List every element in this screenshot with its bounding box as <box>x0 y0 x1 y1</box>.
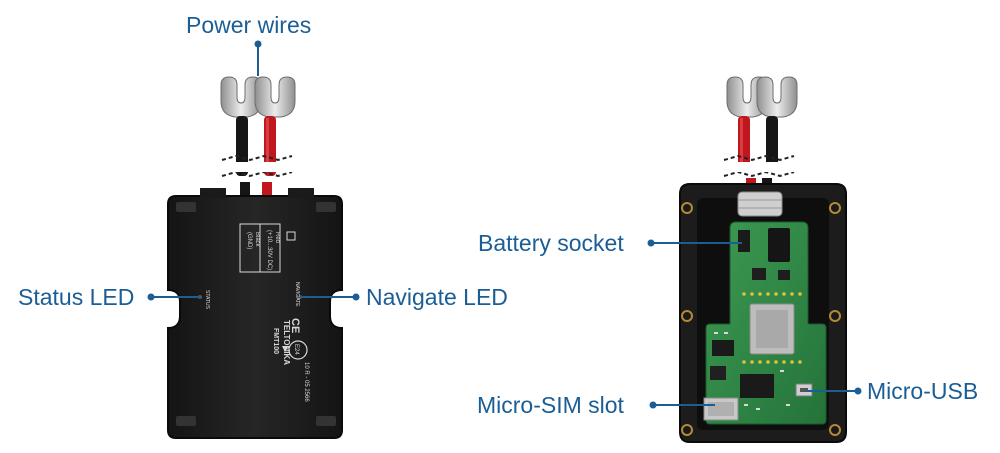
right-wires <box>723 116 795 194</box>
micro-sim-slot-label: Micro-SIM slot <box>477 392 624 418</box>
power-wires-pointer <box>254 40 262 76</box>
micro-sim-slot-pointer <box>649 401 715 409</box>
cert-mark-print: CE <box>289 318 301 333</box>
navigate-led-pointer <box>300 293 360 301</box>
e-mark-code-print: 10 R - 05 2566 <box>303 362 309 402</box>
status-led-label: Status LED <box>18 284 135 310</box>
navigate-led-label: Navigate LED <box>366 284 508 310</box>
e-mark-print: E24 <box>293 344 299 355</box>
right-spade-lugs <box>726 76 798 118</box>
voltage-label-print: (+10...30V DC) <box>266 230 272 270</box>
red-label-print: Red <box>274 232 280 243</box>
left-wires <box>221 116 293 196</box>
device-printed-text: Red (+10...30V DC) Black (GND) STATUS NA… <box>204 230 309 402</box>
model-print: FMT100 <box>272 328 279 354</box>
e-mark-circle <box>288 340 308 360</box>
micro-usb-label: Micro-USB <box>867 378 979 404</box>
power-wires-label: Power wires <box>186 12 312 38</box>
gnd-label-print: (GND) <box>246 232 252 249</box>
open-device-illustration <box>679 76 847 443</box>
status-marker-print: STATUS <box>204 290 210 310</box>
black-label-print: Black <box>254 232 260 248</box>
battery-socket-pointer <box>647 239 742 247</box>
left-spade-lugs <box>220 76 296 118</box>
teltonika-logo-icon <box>282 346 288 352</box>
micro-usb-pointer <box>806 387 862 395</box>
pcb-board <box>703 221 827 425</box>
callout-lines <box>147 40 862 409</box>
battery-socket-label: Battery socket <box>478 230 624 256</box>
status-led-pointer <box>147 293 200 301</box>
brand-print: TELTONIKA <box>282 320 291 365</box>
navigate-marker-print: NAVIGATE <box>294 282 300 307</box>
closed-device-illustration <box>167 76 343 439</box>
battery-socket-connector <box>738 230 750 252</box>
closed-device-body <box>167 188 343 439</box>
